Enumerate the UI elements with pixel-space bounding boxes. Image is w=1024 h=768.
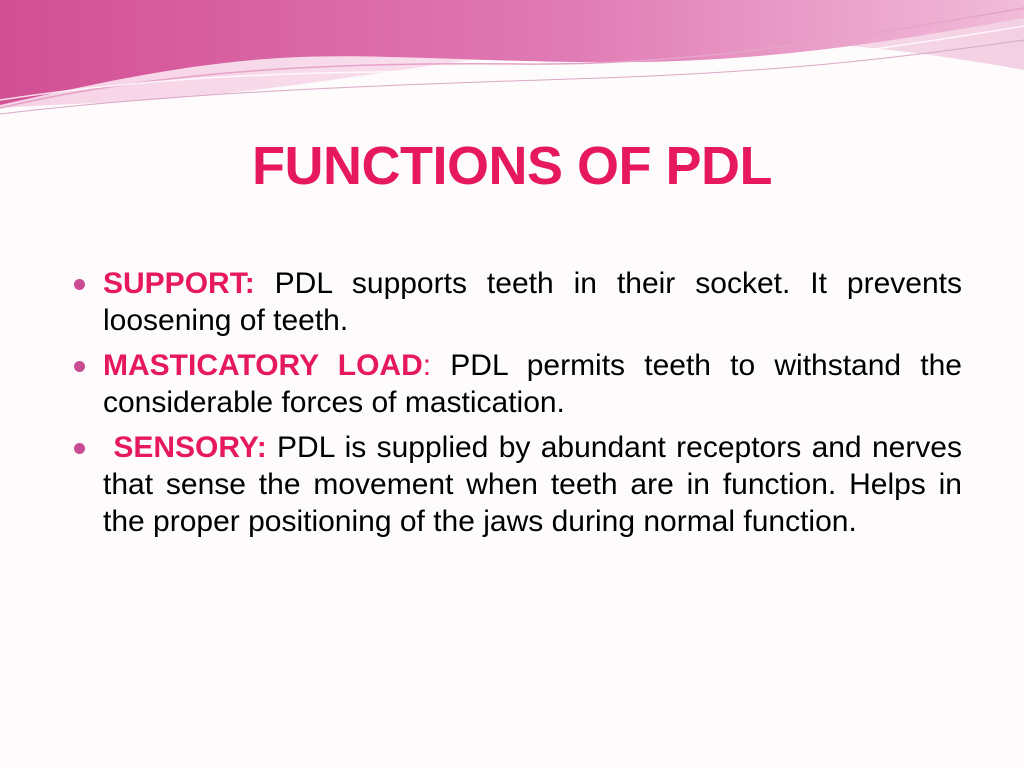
slide-title: FUNCTIONS OF PDL: [252, 136, 772, 196]
bullet-separator: :: [422, 349, 432, 382]
bullet-item-masticatory-load: MASTICATORY LOAD: PDL permits teeth to w…: [66, 347, 962, 421]
bullet-dot-icon: [74, 443, 85, 454]
wave-line-2: [0, 39, 1024, 115]
bullet-term: SUPPORT:: [103, 267, 255, 300]
bullet-item-support: SUPPORT: PDL supports teeth in their soc…: [66, 265, 962, 339]
wave-line-3: [0, 25, 1024, 101]
bullet-term: MASTICATORY LOAD: [103, 349, 423, 382]
bullet-dot-icon: [74, 361, 85, 372]
bullet-list: SUPPORT: PDL supports teeth in their soc…: [66, 265, 962, 548]
header-wave-decoration: [0, 0, 1024, 115]
bullet-text: PDL supports teeth in their socket. It p…: [103, 267, 962, 337]
bullet-text: PDL permits teeth to withstand the consi…: [103, 349, 962, 419]
bullet-dot-icon: [74, 279, 85, 290]
bullet-text: PDL is supplied by abundant receptors an…: [103, 431, 962, 538]
bullet-term: SENSORY:: [103, 431, 267, 464]
bullet-item-sensory: SENSORY: PDL is supplied by abundant rec…: [66, 429, 962, 540]
wave-line-1: [0, 7, 1024, 109]
wave-main-band: [0, 0, 1024, 105]
